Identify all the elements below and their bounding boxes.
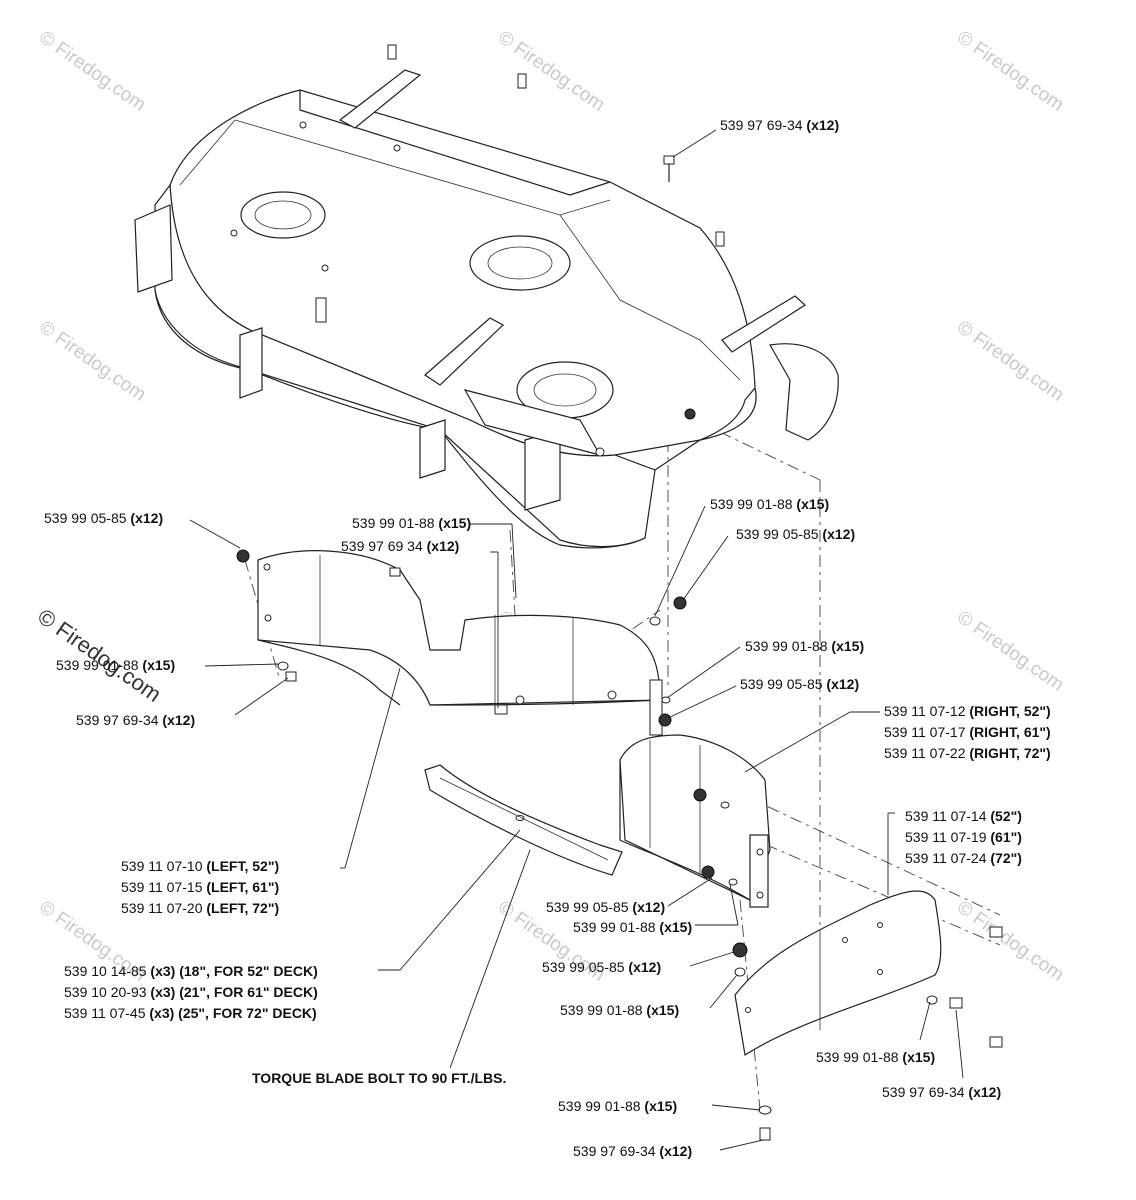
watermark: © Firedog.com [35,27,149,116]
callout: 539 11 07-24 (72") [905,850,1022,866]
spindle-opening [469,235,571,291]
callout: 539 11 07-20 (LEFT, 72") [121,900,279,916]
callout: 539 11 07-10 (LEFT, 52") [121,858,279,874]
callout: 539 10 20-93 (x3) (21", FOR 61" DECK) [64,984,318,1000]
deck-bolt [663,155,675,182]
rear-shield [734,890,942,1056]
callout: 539 11 07-15 (LEFT, 61") [121,879,279,895]
callout: 539 99 01-88 (x15) [710,496,829,512]
callouts: 539 97 69-34 (x12) 539 99 05-85 (x12) 53… [44,117,1051,1159]
callout: 539 97 69-34 (x12) [76,712,195,728]
leader-lines [189,129,964,1151]
callout: 539 11 07-17 (RIGHT, 61") [884,724,1051,740]
callout: 539 11 07-22 (RIGHT, 72") [884,745,1051,761]
torque-note: TORQUE BLADE BOLT TO 90 FT./LBS. [252,1070,506,1086]
callout: 539 11 07-45 (x3) (25", FOR 72" DECK) [64,1005,317,1021]
callout: 539 99 05-85 (x12) [44,510,163,526]
watermark: © Firedog.com [953,897,1067,986]
watermark: © Firedog.com [953,317,1067,406]
watermark-dark: © Firedog.com [33,604,166,707]
callout: 539 99 01-88 (x15) [573,919,692,935]
callout: 539 99 01-88 (x15) [745,638,864,654]
watermark: © Firedog.com [494,27,608,116]
hardware [236,549,1003,1141]
left-baffle [257,550,661,706]
callout: 539 99 01-88 (x15) [352,515,471,531]
callout: 539 11 07-19 (61") [905,829,1022,845]
callout: 539 11 07-14 (52") [905,808,1022,824]
callout: 539 10 14-85 (x3) (18", FOR 52" DECK) [64,963,318,979]
callout: 539 97 69 34 (x12) [341,538,459,554]
watermark: © Firedog.com [953,607,1067,696]
callout: 539 11 07-12 (RIGHT, 52") [884,703,1051,719]
callout: 539 97 69-34 (x12) [882,1084,1001,1100]
callout: 539 99 05-85 (x12) [740,676,859,692]
mower-deck [134,44,839,549]
callout: 539 99 01-88 (x15) [560,1002,679,1018]
spindle-opening [240,191,326,239]
watermark: © Firedog.com [953,27,1067,116]
callout: 539 99 01-88 (x15) [56,657,175,673]
watermark: © Firedog.com [35,317,149,406]
mower-blade [424,764,623,876]
callout: 539 99 05-85 (x12) [546,899,665,915]
callout: 539 99 05-85 (x12) [736,526,855,542]
callout: 539 99 05-85 (x12) [542,959,661,975]
callout: 539 97 69-34 (x12) [573,1143,692,1159]
callout: 539 99 01-88 (x15) [558,1098,677,1114]
callout: 539 99 01-88 (x15) [816,1049,935,1065]
callout: 539 97 69-34 (x12) [720,117,839,133]
